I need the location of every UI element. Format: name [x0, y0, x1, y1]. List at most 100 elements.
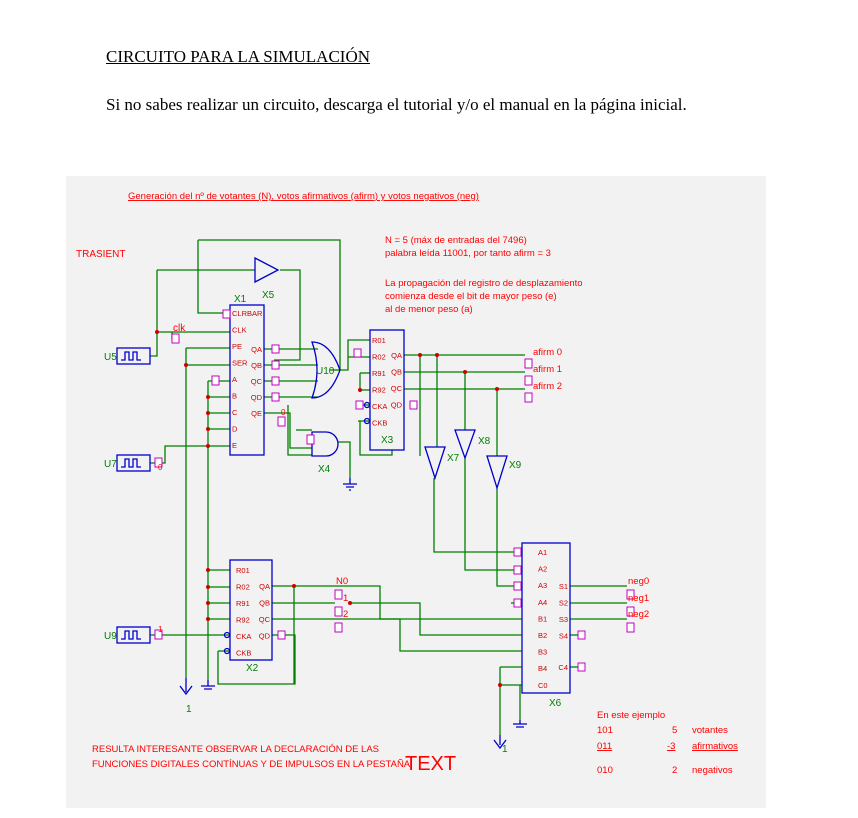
x3-pin-r01: R01: [372, 336, 386, 345]
x6-pin-a4: A4: [538, 598, 547, 607]
trasient-label: TRASIENT: [76, 249, 125, 260]
x2-pin-ckb: CKB: [236, 649, 251, 658]
net-neg2: neg2: [628, 609, 649, 620]
footer-line-1: RESULTA INTERESANTE OBSERVAR LA DECLARAC…: [92, 744, 379, 755]
label-x9: X9: [509, 460, 522, 471]
x3-pin-qb: QB: [391, 368, 402, 377]
x6-pin-a2: A2: [538, 565, 547, 574]
u9-pulse-source: [116, 626, 151, 644]
net-n1: 1: [343, 593, 348, 604]
x4-and-gate: [311, 431, 339, 457]
x1-pin-qb: QB: [251, 361, 262, 370]
schematic-background: [66, 176, 766, 808]
x6-pin-b4: B4: [538, 664, 547, 673]
label-x3: X3: [381, 435, 394, 446]
x3-pin-r92: R92: [372, 386, 386, 395]
x1-pin-qc: QC: [251, 377, 263, 386]
example-title: En este ejemplo: [597, 710, 665, 721]
junction-dots: [155, 330, 502, 687]
bit-q1: 1: [158, 625, 163, 634]
label-x4: X4: [318, 464, 331, 475]
x6-pin-b2: B2: [538, 631, 547, 640]
x3-pin-cka: CKA: [372, 402, 387, 411]
example-bin-0: 101: [597, 725, 613, 736]
ground-label-1: 1: [186, 704, 192, 715]
x1-pin-b: B: [232, 392, 237, 401]
x2-pin-r01: R01: [236, 566, 250, 575]
x6-pin-a1: A1: [538, 548, 547, 557]
x6-pin-b3: B3: [538, 648, 547, 657]
label-u10: U10: [316, 366, 335, 377]
x6-pin-s4: S4: [559, 632, 568, 641]
note-line-2: palabra leída 11001, por tanto afirm = 3: [385, 248, 551, 259]
note-line-6: al de menor peso (a): [385, 304, 473, 315]
example-dec-1: -3: [667, 741, 675, 752]
x9-buffer: [486, 455, 508, 491]
x3-pin-qd: QD: [391, 401, 403, 410]
net-afirm2: afirm 2: [533, 381, 562, 392]
x6-pin-s2: S2: [559, 599, 568, 608]
net-afirm1: afirm 1: [533, 364, 562, 375]
pin-labels: CLRBARCLKPESERABCDEQAQBQCQDQER01R02R91R9…: [232, 309, 568, 690]
x3-pin-ckb: CKB: [372, 419, 387, 428]
x6-pin-c0: C0: [538, 681, 548, 690]
x6-pin-b1: B1: [538, 614, 547, 623]
label-x1: X1: [234, 294, 247, 305]
x1-pin-qd: QD: [251, 393, 263, 402]
x1-pin-qe: QE: [251, 409, 262, 418]
x2-pin-qd: QD: [259, 632, 271, 641]
net-neg1: neg1: [628, 593, 649, 604]
x1-pin-clrbar: CLRBAR: [232, 309, 263, 318]
x1-pin-ser: SER: [232, 359, 248, 368]
components: [116, 256, 571, 750]
x2-pin-qb: QB: [259, 599, 270, 608]
u7-pulse-source: [116, 454, 151, 472]
x1-shift-register: [229, 304, 265, 456]
example-label-0: votantes: [692, 725, 728, 736]
note-line-5: comienza desde el bit de mayor peso (e): [385, 291, 557, 302]
bit-q0: 0: [158, 463, 163, 472]
x3-counter: [369, 329, 405, 451]
x6-pin-s3: S3: [559, 615, 568, 624]
x2-pin-qc: QC: [259, 615, 271, 624]
x2-pin-r91: R91: [236, 599, 250, 608]
label-x5: X5: [262, 290, 275, 301]
document-title: CIRCUITO PARA LA SIMULACIÓN: [106, 47, 371, 66]
label-x2: X2: [246, 663, 259, 674]
x1-pin-d: D: [232, 425, 238, 434]
x2-pin-qa: QA: [259, 582, 270, 591]
x6-pin-c4: C4: [558, 663, 568, 672]
net-afirm0: afirm 0: [533, 347, 562, 358]
example-label-2: negativos: [692, 765, 733, 776]
footer-text-big: TEXT: [405, 753, 456, 775]
ground-label-2: 1: [502, 744, 508, 755]
x6-pin-a3: A3: [538, 581, 547, 590]
bit-q2: 0: [281, 408, 286, 417]
example-dec-2: 2: [672, 765, 677, 776]
u10-or-gate: [311, 341, 341, 399]
x2-counter: [229, 559, 273, 661]
x1-pin-a: A: [232, 375, 237, 384]
u5-clock-source: [116, 347, 151, 365]
x1-pin-e: E: [232, 441, 237, 450]
note-line-1: N = 5 (máx de entradas del 7496): [385, 235, 527, 246]
x1-pin-c: C: [232, 408, 238, 417]
label-x8: X8: [478, 436, 491, 447]
example-label-1: afirmativos: [692, 741, 738, 752]
label-x6: X6: [549, 698, 562, 709]
x3-pin-qa: QA: [391, 351, 402, 360]
clk-label: clk: [173, 323, 186, 334]
net-n0: N0: [336, 576, 348, 587]
label-u5: U5: [104, 352, 117, 363]
x6-pin-s1: S1: [559, 582, 568, 591]
state-markers: [154, 309, 635, 672]
note-line-4: La propagación del registro de desplazam…: [385, 278, 583, 289]
label-x7: X7: [447, 453, 460, 464]
x5-buffer: [254, 256, 280, 284]
net-n2: 2: [343, 609, 348, 620]
example-dec-0: 5: [672, 725, 677, 736]
x2-pin-r92: R92: [236, 616, 250, 625]
x3-pin-r91: R91: [372, 369, 386, 378]
x6-adder: [521, 542, 571, 694]
